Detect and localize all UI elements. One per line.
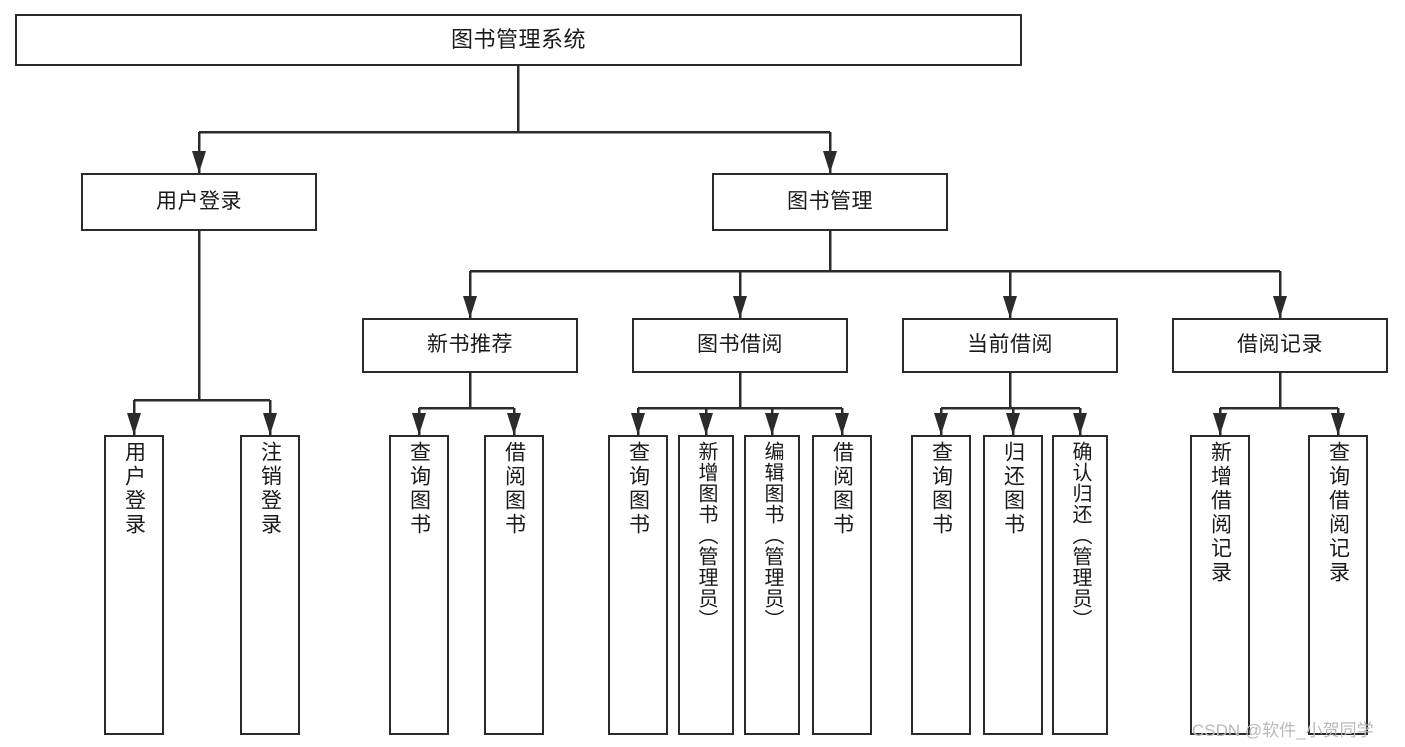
node-label-book-manage: 图书管理 (787, 189, 873, 213)
arrowhead-bus-book-borrow-0 (631, 413, 645, 435)
csdn-watermark: CSDN @软件_小贺同学 (1192, 721, 1374, 740)
arrowhead-bus-book-manage-0 (463, 296, 477, 318)
node-leaf-logout[interactable]: 注销登录 (240, 435, 300, 735)
node-label-leaf-query-book-3: 查询图书 (929, 441, 953, 537)
node-leaf-add-record[interactable]: 新增借阅记录 (1190, 435, 1250, 735)
node-leaf-borrow-book-2[interactable]: 借阅图书 (812, 435, 872, 735)
node-leaf-edit-book[interactable]: 编辑图书（管理员） (744, 435, 800, 735)
node-leaf-return-book[interactable]: 归还图书 (983, 435, 1043, 735)
arrowhead-bus-book-borrow-1 (699, 413, 713, 435)
node-book-borrow[interactable]: 图书借阅 (632, 318, 848, 373)
node-label-user-login: 用户登录 (156, 189, 242, 213)
node-current-borrow[interactable]: 当前借阅 (902, 318, 1118, 373)
node-label-leaf-borrow-book-2: 借阅图书 (830, 441, 854, 537)
node-borrow-record[interactable]: 借阅记录 (1172, 318, 1388, 373)
node-label-leaf-query-book-2: 查询图书 (626, 441, 650, 537)
node-leaf-user-login[interactable]: 用户登录 (104, 435, 164, 735)
node-label-borrow-record: 借阅记录 (1237, 333, 1323, 357)
node-label-leaf-confirm-return: 确认归还（管理员） (1069, 441, 1091, 630)
arrowhead-bus-book-manage-3 (1273, 296, 1287, 318)
node-label-leaf-user-login: 用户登录 (122, 441, 146, 537)
node-label-leaf-return-book: 归还图书 (1001, 441, 1025, 537)
node-book-manage[interactable]: 图书管理 (712, 173, 948, 231)
node-leaf-borrow-book-1[interactable]: 借阅图书 (484, 435, 544, 735)
node-label-new-book-rec: 新书推荐 (427, 333, 513, 357)
node-leaf-query-book-3[interactable]: 查询图书 (911, 435, 971, 735)
arrowhead-bus-root-1 (823, 151, 837, 173)
node-label-leaf-add-book: 新增图书（管理员） (695, 441, 717, 630)
arrowhead-bus-user-login-1 (263, 413, 277, 435)
arrowhead-bus-book-manage-2 (1003, 296, 1017, 318)
node-label-leaf-query-record: 查询借阅记录 (1326, 441, 1350, 585)
node-new-book-rec[interactable]: 新书推荐 (362, 318, 578, 373)
arrowhead-bus-book-borrow-3 (835, 413, 849, 435)
arrowhead-bus-new-book-rec-0 (412, 413, 426, 435)
node-label-current-borrow: 当前借阅 (967, 333, 1053, 357)
arrowhead-bus-root-0 (192, 151, 206, 173)
node-label-book-borrow: 图书借阅 (697, 333, 783, 357)
arrowhead-bus-current-borrow-2 (1073, 413, 1087, 435)
node-user-login[interactable]: 用户登录 (81, 173, 317, 231)
node-leaf-query-book-1[interactable]: 查询图书 (389, 435, 449, 735)
arrowhead-bus-borrow-record-1 (1331, 413, 1345, 435)
arrowhead-bus-user-login-0 (127, 413, 141, 435)
node-label-root: 图书管理系统 (450, 27, 586, 53)
arrowhead-bus-book-manage-1 (733, 296, 747, 318)
node-label-leaf-logout: 注销登录 (258, 441, 282, 537)
node-leaf-add-book[interactable]: 新增图书（管理员） (678, 435, 734, 735)
node-label-leaf-add-record: 新增借阅记录 (1208, 441, 1232, 585)
node-leaf-query-record[interactable]: 查询借阅记录 (1308, 435, 1368, 735)
node-leaf-query-book-2[interactable]: 查询图书 (608, 435, 668, 735)
arrowhead-bus-current-borrow-0 (934, 413, 948, 435)
node-label-leaf-query-book-1: 查询图书 (407, 441, 431, 537)
node-label-leaf-borrow-book-1: 借阅图书 (502, 441, 526, 537)
arrowhead-bus-new-book-rec-1 (507, 413, 521, 435)
node-root[interactable]: 图书管理系统 (15, 14, 1022, 66)
arrowhead-bus-current-borrow-1 (1006, 413, 1020, 435)
node-leaf-confirm-return[interactable]: 确认归还（管理员） (1052, 435, 1108, 735)
arrowhead-bus-book-borrow-2 (765, 413, 779, 435)
arrowhead-bus-borrow-record-0 (1213, 413, 1227, 435)
node-label-leaf-edit-book: 编辑图书（管理员） (761, 441, 783, 630)
